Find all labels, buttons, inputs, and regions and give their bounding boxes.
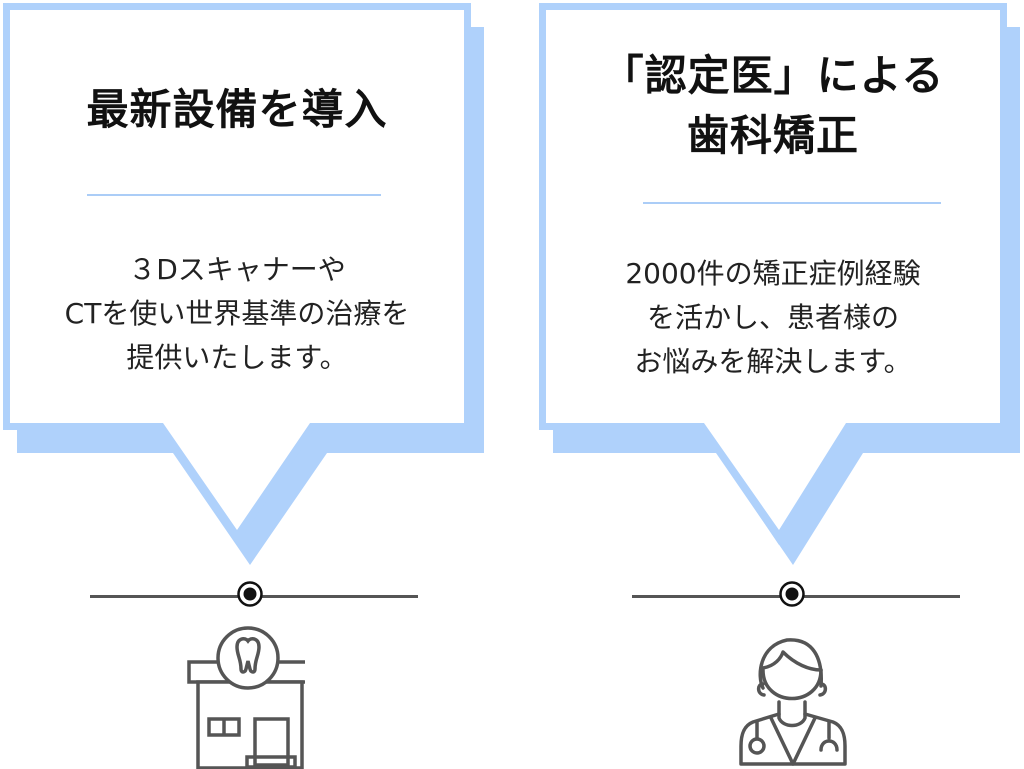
title-divider bbox=[643, 202, 941, 204]
timeline-marker-icon bbox=[237, 581, 263, 607]
title-divider bbox=[87, 194, 381, 196]
card-title: 「認定医」による 歯科矯正 bbox=[601, 51, 945, 160]
speech-bubble-shape bbox=[3, 3, 484, 565]
card-description: 2000件の矯正症例経験 を活かし、患者様の お悩みを解決します。 bbox=[625, 257, 921, 378]
speech-bubble-shape bbox=[539, 3, 1020, 565]
doctor-icon bbox=[739, 638, 847, 766]
feature-card-orthodontics: 「認定医」による 歯科矯正 2000件の矯正症例経験 を活かし、患者様の お悩み… bbox=[536, 0, 1024, 580]
timeline-marker-icon bbox=[779, 581, 805, 607]
feature-card-equipment: 最新設備を導入 ３Dスキャナーや CTを使い世界基準の治療を 提供いたします。 bbox=[0, 0, 490, 580]
card-description: ３Dスキャナーや CTを使い世界基準の治療を 提供いたします。 bbox=[64, 253, 410, 374]
card-title: 最新設備を導入 bbox=[86, 85, 388, 134]
dental-clinic-icon bbox=[187, 626, 305, 769]
